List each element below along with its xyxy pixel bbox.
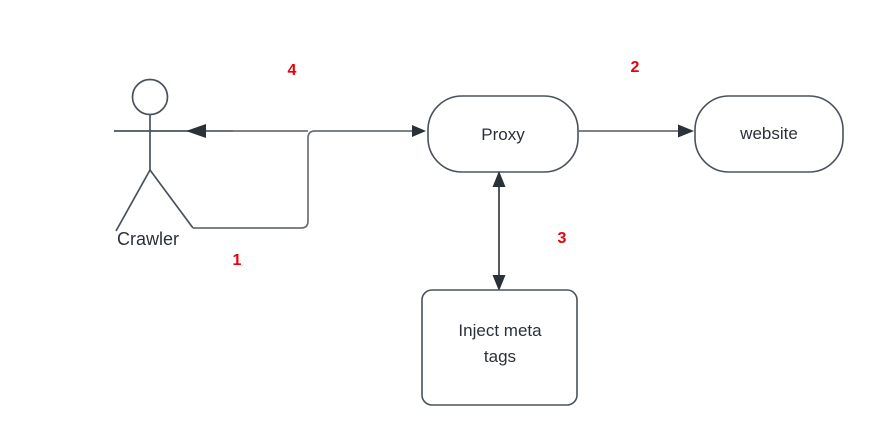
connector-proxy-to-website-arrowhead [678, 124, 694, 138]
connector-proxy-to-website[interactable] [578, 124, 694, 138]
website-label: website [739, 124, 798, 143]
connector-crawler-to-proxy-path [193, 130, 416, 229]
step-label-2: 2 [631, 59, 640, 76]
step-label-1: 1 [233, 252, 242, 269]
step-label-3: 3 [558, 230, 567, 247]
crawler-right-leg-line [149, 169, 194, 229]
crawler-head-icon [131, 78, 169, 116]
connector-proxy-to-inject-arrowhead-down [492, 275, 506, 291]
connector-proxy-to-crawler[interactable] [186, 124, 308, 138]
node-proxy[interactable]: Proxy [427, 95, 579, 173]
proxy-shape [427, 95, 579, 173]
connector-proxy-to-inject[interactable] [492, 171, 506, 291]
connector-proxy-to-crawler-arrowhead [186, 124, 206, 138]
website-shape [694, 95, 844, 173]
node-crawler[interactable]: Crawler [114, 78, 233, 250]
crawler-label: Crawler [117, 229, 179, 249]
proxy-label: Proxy [481, 125, 525, 144]
node-website[interactable]: website [694, 95, 844, 173]
inject-meta-tags-shape [421, 289, 578, 406]
connector-crawler-to-proxy[interactable] [193, 125, 426, 229]
connector-proxy-to-inject-arrowhead-up [492, 171, 506, 187]
inject-meta-tags-label-line1: Inject meta [458, 321, 542, 340]
crawler-left-leg-line [115, 169, 151, 232]
step-label-4: 4 [288, 62, 297, 79]
inject-meta-tags-label-line2: tags [484, 347, 516, 366]
connector-crawler-to-proxy-arrowhead [412, 125, 426, 137]
node-inject-meta-tags[interactable]: Inject meta tags [421, 289, 578, 406]
